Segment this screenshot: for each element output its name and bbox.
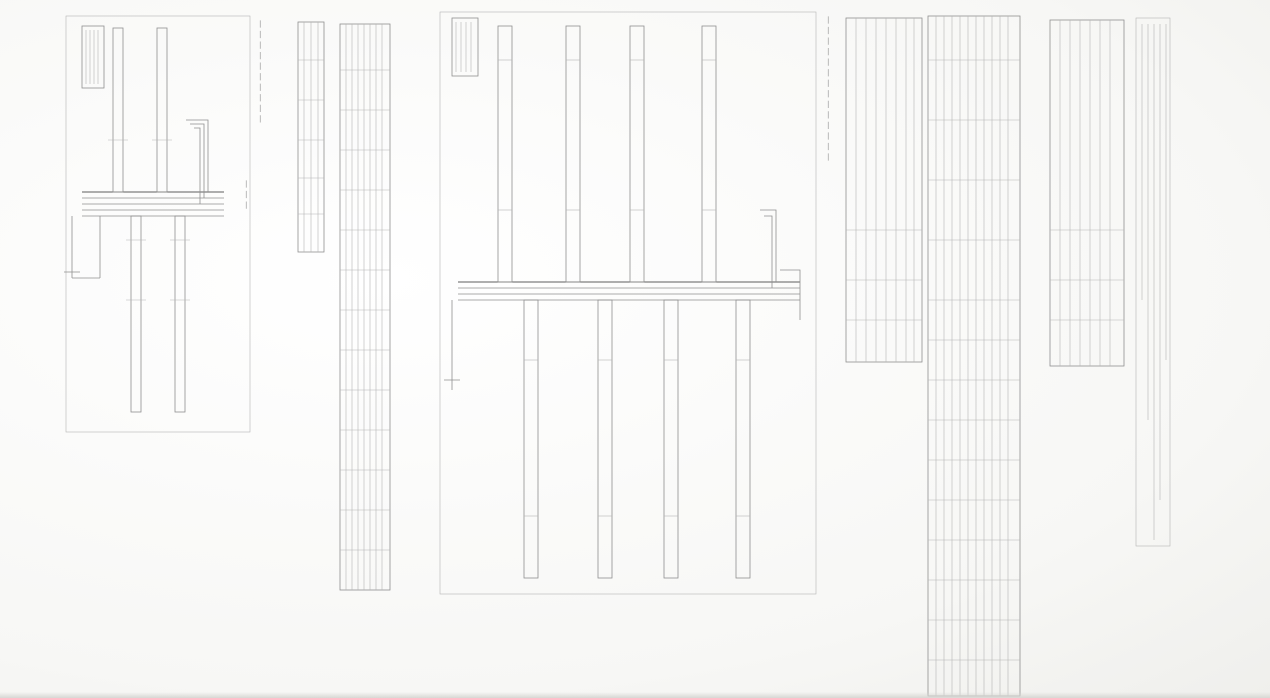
long-table-1-frame xyxy=(340,24,390,590)
schedule-table-c xyxy=(1050,20,1124,366)
panel-2-large-one-line-diagram: — — — — — — — — — — — — — — xyxy=(440,12,833,594)
long-schedule-table-1 xyxy=(340,24,390,590)
panel-2-feeder-8 xyxy=(736,300,750,578)
panel-1-feeder-3 xyxy=(131,216,141,412)
table-a-frame xyxy=(846,18,922,362)
table-c-frame xyxy=(1050,20,1124,366)
panel-1-border xyxy=(66,16,250,432)
panel-1-legend xyxy=(82,26,104,88)
panel-2-feeder-4 xyxy=(702,26,716,282)
panel-2-feeder-7 xyxy=(664,300,678,578)
notes-column xyxy=(1136,18,1170,546)
panel-1-feeder-1 xyxy=(113,28,123,192)
tall-schedule-table-b xyxy=(928,16,1020,696)
panel-2-feeder-6 xyxy=(598,300,612,578)
panel-2-feeder-3 xyxy=(630,26,644,282)
panel-1-feeder-2 xyxy=(157,28,167,192)
small-table-1 xyxy=(298,22,324,252)
svg-text:— — — — — — — — — — — —: — — — — — — — — — — — — — — xyxy=(824,16,833,161)
panel-1-feeder-4 xyxy=(175,216,185,412)
panel-2-feeder-2 xyxy=(566,26,580,282)
panel-2-feeder-1 xyxy=(498,26,512,282)
panel-2-border xyxy=(440,12,816,594)
panel-1-small-one-line-diagram: — — — — — — — — — — — — — xyxy=(64,16,265,432)
notes-frame xyxy=(1136,18,1170,546)
svg-text:— — —: — — — xyxy=(242,180,251,209)
svg-text:— — — — — — — — — —: — — — — — — — — — — xyxy=(256,20,265,123)
panel-2-feeder-5 xyxy=(524,300,538,578)
table-b-frame xyxy=(928,16,1020,696)
tall-schedule-table-a xyxy=(846,18,922,362)
scan-edge-shadow xyxy=(0,692,1270,698)
